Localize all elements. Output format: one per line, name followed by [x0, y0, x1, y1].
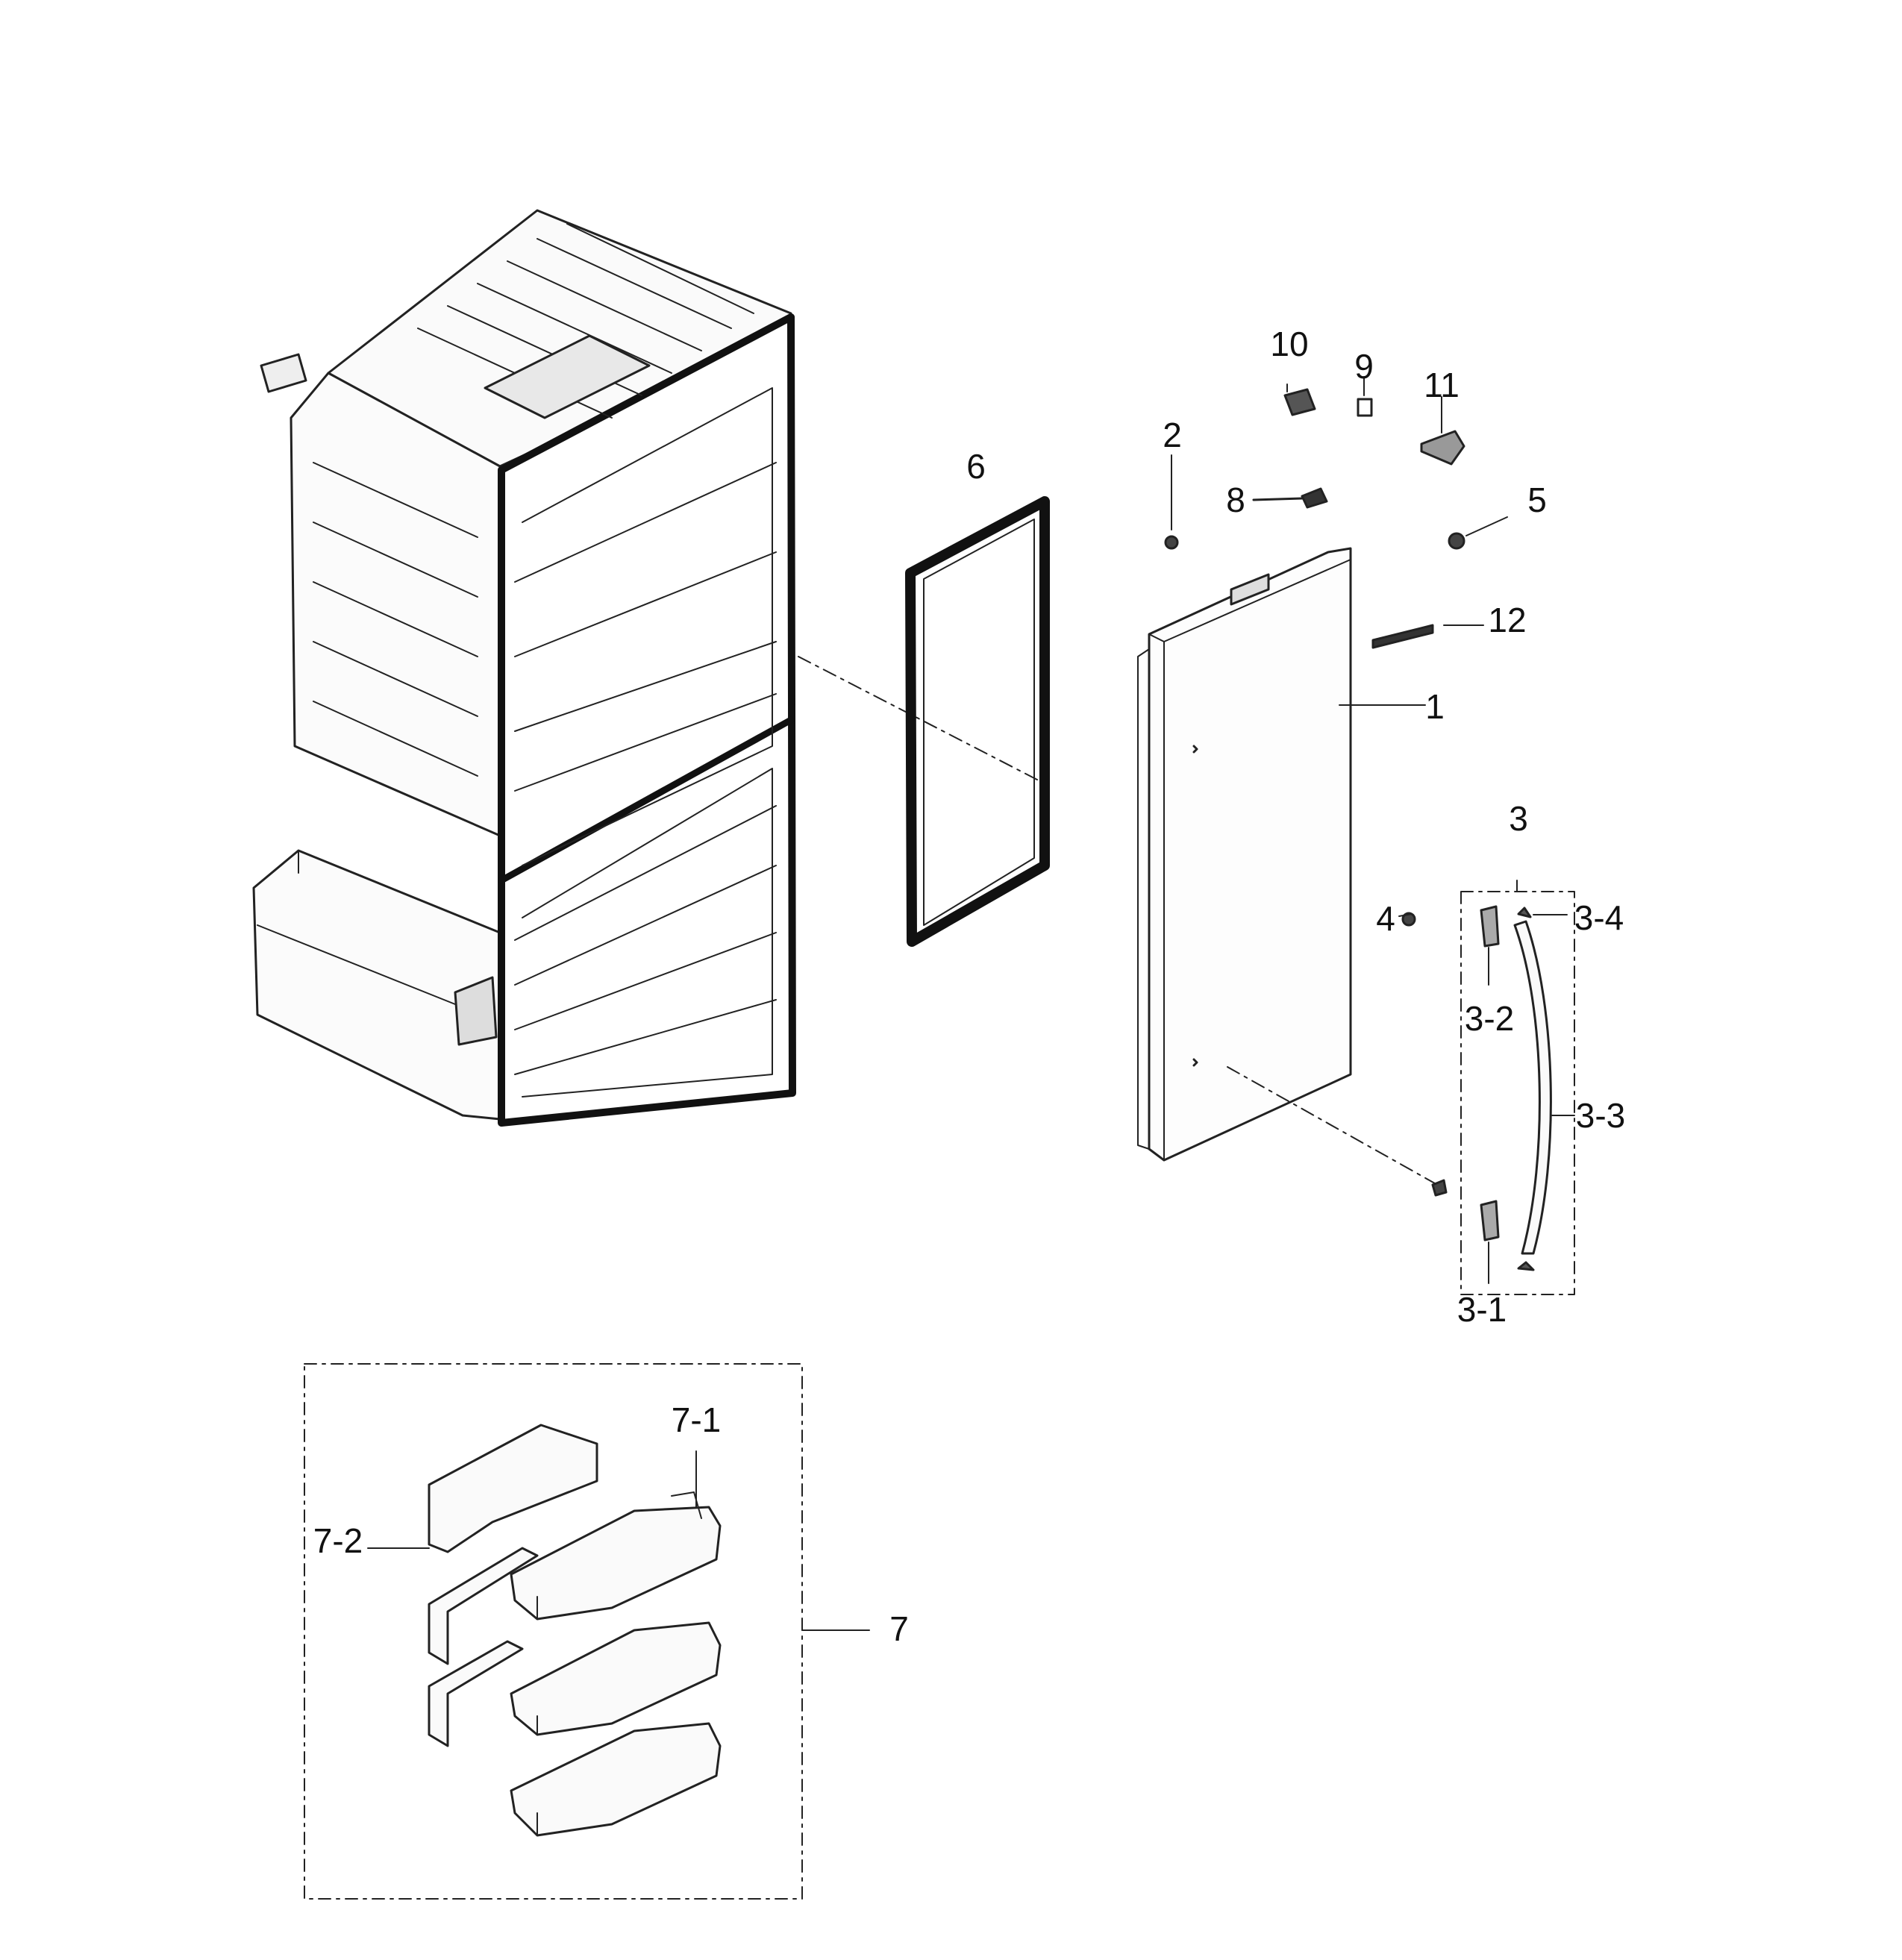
callout-3: 3 [1509, 799, 1528, 838]
callout-3-3: 3-3 [1575, 1096, 1626, 1135]
callout-3-2: 3-2 [1464, 999, 1515, 1038]
door-gasket [905, 496, 1050, 947]
callout-9: 9 [1354, 347, 1374, 386]
callout-6: 6 [966, 447, 986, 486]
callout-7-2: 7-2 [313, 1521, 363, 1560]
callout-10: 10 [1270, 325, 1309, 363]
small-parts [1164, 388, 1465, 1197]
callout-3-4: 3-4 [1574, 898, 1624, 937]
callout-2: 2 [1163, 416, 1182, 454]
callout-7: 7 [889, 1609, 909, 1648]
refrigerator-door [1137, 547, 1352, 1162]
callout-4: 4 [1376, 899, 1395, 938]
callout-12: 12 [1488, 601, 1527, 639]
callout-7-1: 7-1 [671, 1400, 722, 1439]
door-bins-set [304, 1363, 870, 1900]
handle-assembly [1460, 880, 1575, 1295]
callout-5: 5 [1527, 480, 1547, 519]
callout-8: 8 [1226, 480, 1245, 519]
callout-11: 11 [1424, 366, 1460, 404]
callout-1: 1 [1425, 687, 1445, 726]
callout-3-1: 3-1 [1457, 1290, 1507, 1329]
refrigerator-cabinet [252, 209, 796, 1127]
